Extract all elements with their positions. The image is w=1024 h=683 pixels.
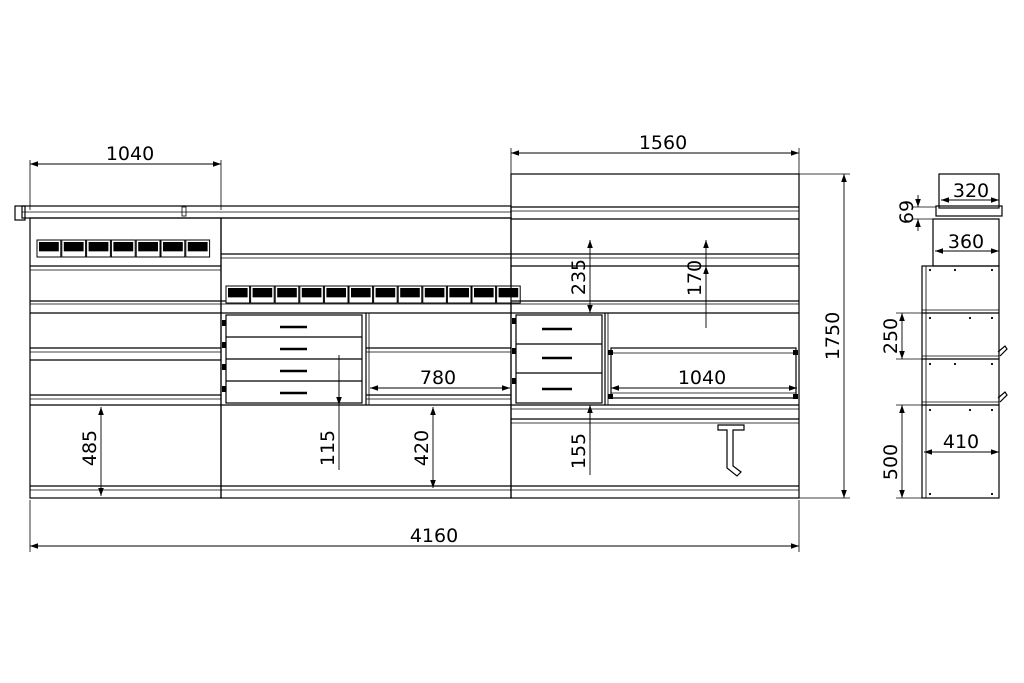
screw-hole (928, 268, 932, 272)
dim-label-485: 485 (79, 430, 101, 466)
screw-hole (953, 362, 957, 366)
screw-hole (928, 492, 932, 496)
screw-hole (968, 408, 972, 412)
storage-bin-front (498, 288, 519, 298)
storage-bin-front (187, 242, 208, 252)
dimension-labels: 1040 1560 4160 1750 235 170 780 1040 485… (79, 132, 989, 547)
dimension-lines (29, 148, 999, 552)
right-cabinet (510, 173, 800, 499)
dim-label-1750: 1750 (822, 312, 844, 360)
dim-label-170: 170 (684, 260, 706, 296)
drawer-stack-right (512, 314, 603, 404)
screw-hole (990, 492, 994, 496)
screw-hole (968, 316, 972, 320)
dim-label-115: 115 (317, 430, 339, 466)
dim-label-360: 360 (948, 231, 984, 253)
dim-label-410: 410 (943, 431, 979, 453)
dim-label-69: 69 (896, 200, 918, 224)
drawer-stack-middle (222, 314, 363, 404)
front-view (14, 173, 800, 499)
dim-label-4160: 4160 (410, 525, 458, 547)
dim-label-1040-top: 1040 (106, 143, 154, 165)
storage-bin-front (63, 242, 84, 252)
screw-hole (953, 268, 957, 272)
left-cabinet (29, 217, 222, 499)
middle-cabinet (220, 217, 512, 499)
screw-hole (990, 316, 994, 320)
screw-hole (928, 408, 932, 412)
dim-label-1040-drawer: 1040 (678, 367, 726, 389)
screw-hole (928, 316, 932, 320)
screw-hole (928, 362, 932, 366)
storage-bin-front (113, 242, 134, 252)
storage-bin-front (351, 288, 371, 298)
dim-label-1560: 1560 (639, 132, 687, 154)
storage-bin-front (138, 242, 158, 252)
dim-label-500: 500 (880, 444, 902, 480)
screw-hole (990, 268, 994, 272)
storage-bin-front (400, 288, 420, 298)
storage-bin-front (375, 288, 396, 298)
screw-hole (990, 362, 994, 366)
side-view (921, 173, 1008, 499)
side-screw-holes (928, 268, 994, 496)
dim-label-155: 155 (568, 433, 590, 469)
storage-bin-front (449, 288, 469, 298)
storage-bin-front (39, 242, 59, 252)
dim-label-420: 420 (411, 430, 433, 466)
storage-bin-front (277, 288, 297, 298)
dim-label-235: 235 (568, 259, 590, 295)
screw-hole (990, 408, 994, 412)
storage-bin-front (163, 242, 183, 252)
storage-bin-front (424, 288, 445, 298)
storage-bin-front (474, 288, 494, 298)
bin-row-middle (225, 285, 521, 304)
storage-bin-front (326, 288, 346, 298)
dim-label-780: 780 (420, 367, 456, 389)
storage-bin-front (228, 288, 248, 298)
dim-label-250: 250 (880, 318, 902, 354)
bin-row-left (36, 239, 211, 258)
storage-bin-front (88, 242, 109, 252)
dim-label-320: 320 (953, 180, 989, 202)
storage-bin-front (252, 288, 273, 298)
storage-bin-front (301, 288, 322, 298)
